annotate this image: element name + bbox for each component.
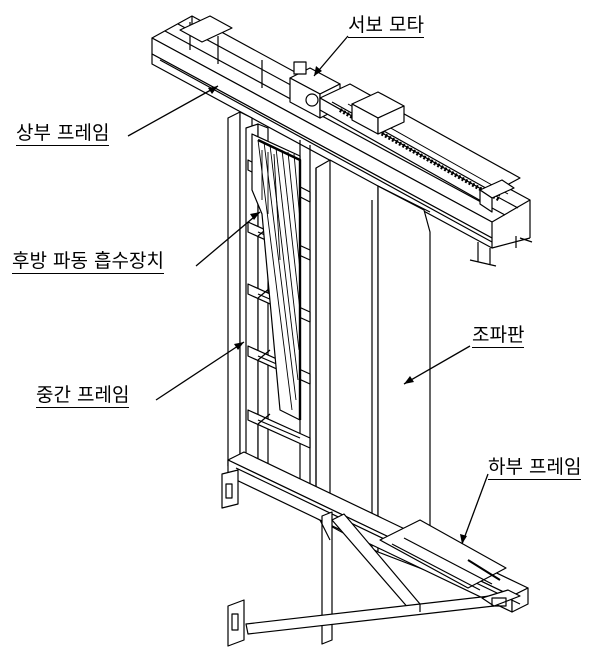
leader-rear-wave-absorber [195,211,261,267]
servo-drive-assembly [289,61,521,213]
label-rear-wave-absorber: 후방 파동 흡수장치 [12,250,164,274]
leader-wave-plate [403,345,471,385]
label-upper-frame: 상부 프레임 [16,122,110,146]
leader-lower-frame [461,473,489,545]
label-middle-frame: 중간 프레임 [36,384,130,408]
label-wave-plate: 조파판 [472,324,525,348]
label-servo-motor: 서보 모타 [348,14,424,38]
rear-wave-absorber-structure [251,133,302,421]
wave-plate-structure [315,159,431,573]
lower-frame-structure [221,451,529,647]
leader-arrowheads [208,66,467,544]
label-lower-frame: 하부 프레임 [488,456,582,480]
leader-middle-frame [155,341,245,401]
leader-lines [127,35,489,545]
leader-upper-frame [127,85,219,137]
